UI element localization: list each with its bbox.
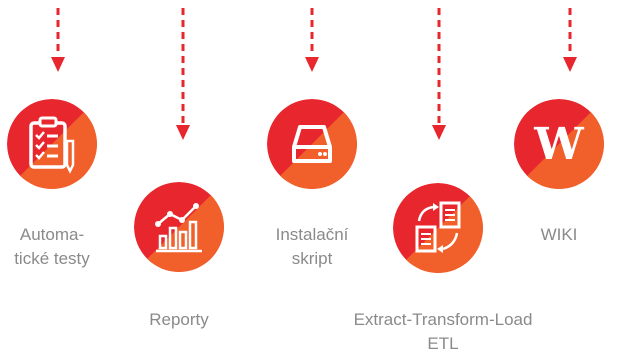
clipboard-checklist-icon [7,99,97,189]
svg-text:W: W [533,119,584,170]
step-etl-circle [393,183,483,273]
step-install-script-circle [267,99,357,189]
step-automated-tests-circle [7,99,97,189]
step-label-automated-tests: Automa- tické testy [14,225,90,268]
wikipedia-w-icon: W [514,99,604,189]
step-label-wiki: WIKI [540,225,578,244]
flow-arrow-1 [51,8,65,72]
hard-drive-icon [267,99,357,189]
flow-arrow-4 [432,8,446,140]
step-wiki-circle: W [514,99,604,189]
step-label-install-script: Instalační skript [275,225,349,268]
document-sync-icon [393,183,483,273]
step-reports-circle [134,182,224,272]
bar-chart-trend-icon [134,182,224,272]
step-label-etl: Extract-Transform-Load ETL [353,310,533,353]
flow-arrow-2 [176,8,190,140]
flow-arrow-5 [563,8,577,72]
flow-arrow-3 [305,8,319,72]
step-label-reports: Reporty [149,310,209,329]
